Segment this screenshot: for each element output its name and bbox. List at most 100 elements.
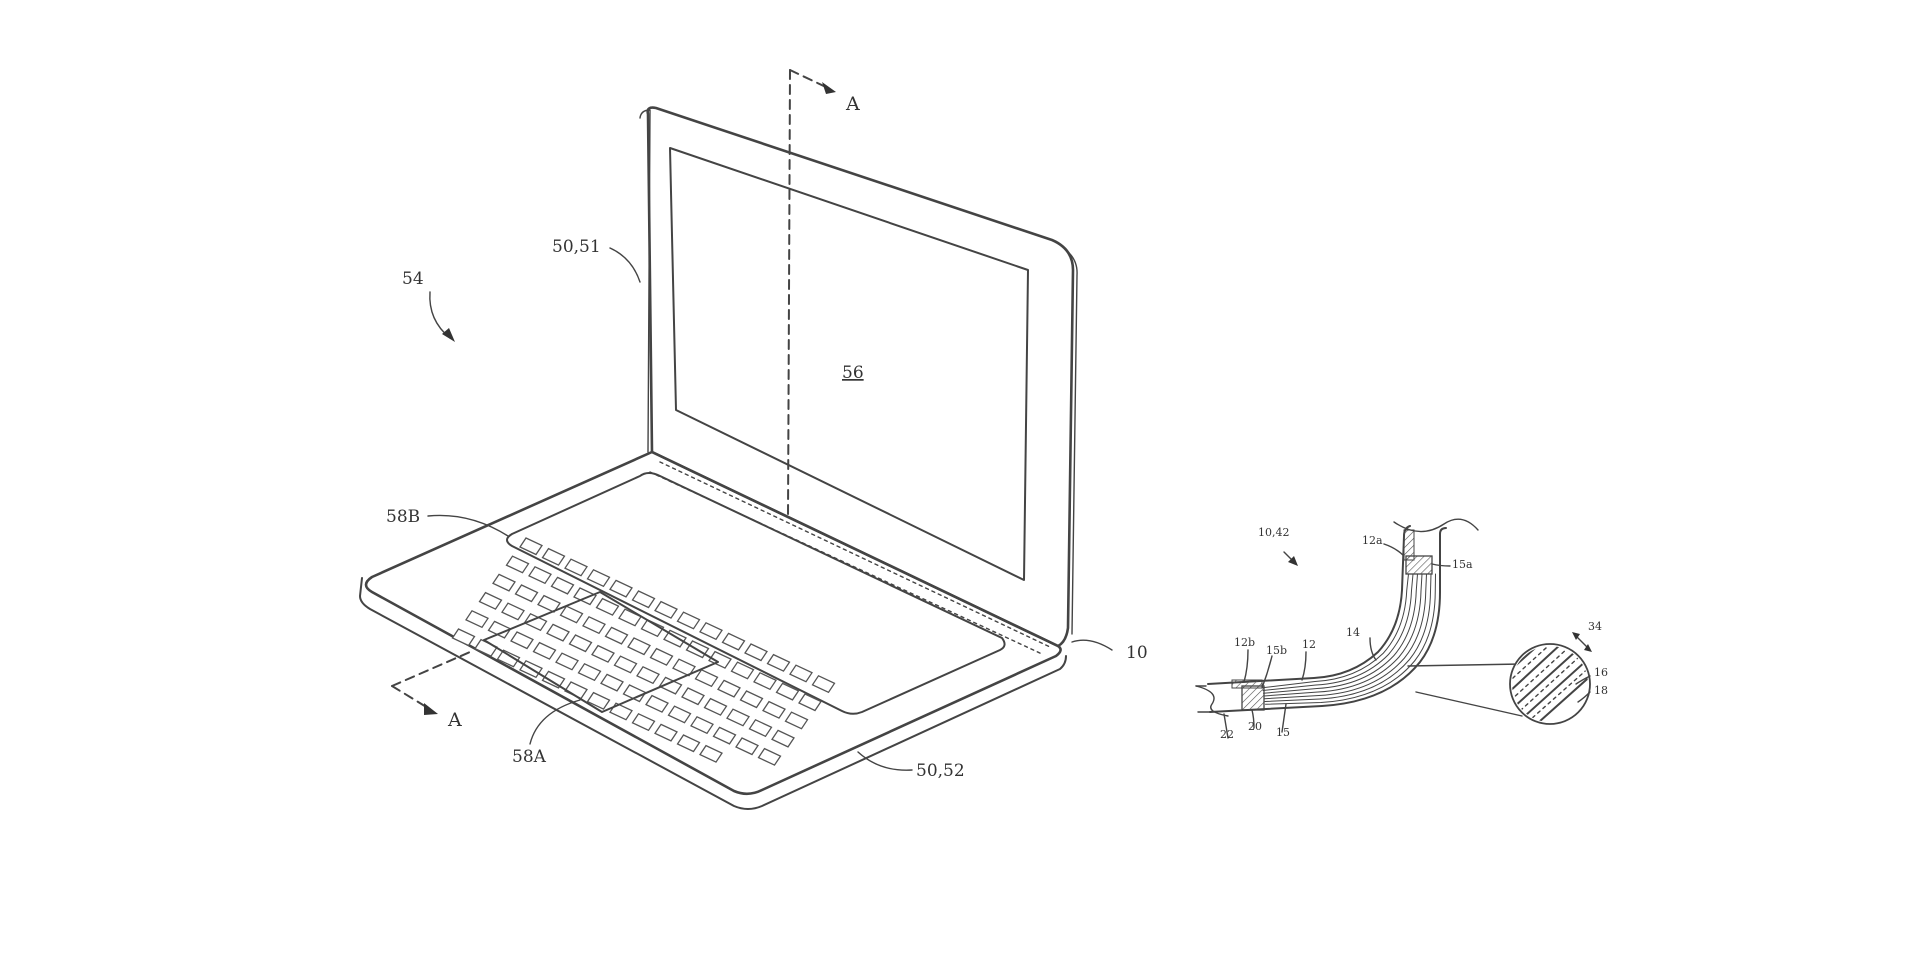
leader-22: [1223, 713, 1229, 739]
section-skin-left: [1195, 685, 1211, 713]
keyboard-key: [568, 634, 593, 653]
keyboard-key: [550, 576, 575, 595]
keyboard-key: [739, 690, 764, 709]
keyboard-key: [784, 711, 809, 730]
leader-10: [1071, 639, 1113, 651]
keyboard-key: [699, 621, 723, 641]
keyboard-key: [618, 608, 642, 627]
detail-fibers: [1512, 646, 1588, 722]
keyboard-key: [505, 555, 530, 574]
keyboard-key: [564, 558, 588, 577]
keyboard-key: [582, 615, 606, 635]
arrowhead-54: [442, 328, 455, 342]
keyboard-key: [811, 674, 836, 694]
label-14: 14: [1346, 626, 1360, 639]
keyboard-keys: [451, 537, 836, 766]
keyboard-key: [712, 726, 737, 745]
keyboard-key: [636, 665, 660, 685]
label-12b: 12b: [1234, 636, 1255, 649]
section-outer-bottom: [1209, 527, 1447, 713]
leader-12: [1301, 651, 1307, 681]
label-56: 56: [842, 363, 864, 383]
composite-layer-line: [1264, 573, 1432, 702]
keyboard-key: [496, 649, 521, 668]
keyboard-key: [510, 631, 534, 650]
label-15b: 15b: [1266, 644, 1287, 657]
section-outer-top: [1207, 525, 1411, 685]
cap-12a: [1403, 529, 1415, 561]
keyboard-key: [501, 602, 525, 621]
keyboard-key: [762, 700, 786, 719]
keyboard-key: [492, 573, 516, 592]
keyboard-key: [654, 723, 678, 742]
label-15: 15: [1276, 726, 1290, 739]
label-10: 10: [1126, 643, 1148, 663]
keyboard-key: [789, 664, 813, 683]
keyboard-key: [532, 641, 557, 660]
lid-outer: [646, 106, 1075, 648]
composite-layer-line: [1263, 573, 1418, 694]
leader-12a: [1383, 543, 1405, 557]
keyboard-key: [622, 684, 647, 703]
keyboard-key: [721, 632, 746, 651]
keyboard-key: [735, 737, 759, 756]
label-58B: 58B: [386, 507, 420, 527]
leader-18: [1577, 691, 1591, 703]
keyboard-key: [586, 568, 611, 588]
keyboard-key: [627, 637, 651, 656]
base-side: [359, 577, 1067, 810]
section-arrow-bottom: [391, 685, 429, 709]
keyboard-key: [609, 702, 633, 721]
keyboard-key: [465, 609, 489, 629]
bent-layers: [1262, 573, 1436, 705]
laptop-figure: 54 50,51 56 58B 58A 50,52 10 A A: [359, 69, 1148, 810]
keyboard-key: [676, 611, 701, 630]
keyboard-key: [771, 729, 795, 748]
keyboard-key: [730, 661, 755, 680]
keyboard-key: [690, 715, 714, 735]
keyboard-key: [744, 643, 768, 662]
leader-20: [1251, 709, 1255, 729]
keyboard-key: [541, 547, 566, 566]
label-34: 34: [1588, 620, 1602, 633]
keyboard-key: [523, 612, 548, 632]
trackpad: [483, 591, 719, 713]
keyboard-key: [586, 691, 611, 710]
keyboard-key: [451, 628, 476, 647]
keyboard-key: [658, 676, 683, 695]
keyboard-key: [672, 658, 696, 677]
cross-section-figure: 10,42 12a 15a 12b 15b 12 14 34 16 18 22 …: [1195, 518, 1608, 741]
label-22: 22: [1220, 728, 1234, 741]
composite-layer-line: [1265, 573, 1436, 705]
keyboard-key: [676, 734, 701, 753]
cap-12b: [1231, 679, 1263, 689]
leader-15a: [1431, 563, 1451, 567]
keyboard-key: [775, 682, 800, 701]
keyboard-key: [519, 537, 543, 556]
keyboard-key: [514, 584, 539, 603]
detail-projection: [1407, 663, 1523, 717]
cut-line-left: [1195, 685, 1229, 717]
keyboard-key: [591, 644, 615, 663]
keyboard-key: [577, 662, 602, 682]
keyboard-key: [649, 647, 674, 666]
composite-layer-line: [1264, 573, 1427, 700]
keyboard-key: [600, 673, 624, 692]
label-12: 12: [1302, 638, 1316, 651]
keyboard-key: [487, 620, 512, 639]
label-12a: 12a: [1362, 534, 1383, 547]
label-section-bottom: A: [447, 709, 462, 731]
keyboard-key: [663, 629, 687, 648]
keyboard-well: [506, 472, 1006, 715]
detail-circle: [1509, 643, 1591, 725]
keyboard-key: [645, 694, 669, 713]
leader-15: [1281, 703, 1287, 733]
keyboard-key: [559, 605, 584, 624]
section-line-bottom: [391, 651, 471, 687]
label-section-top: A: [845, 93, 860, 115]
leader-58A: [529, 699, 581, 745]
keyboard-key: [798, 693, 822, 712]
composite-layer-line: [1262, 573, 1414, 691]
